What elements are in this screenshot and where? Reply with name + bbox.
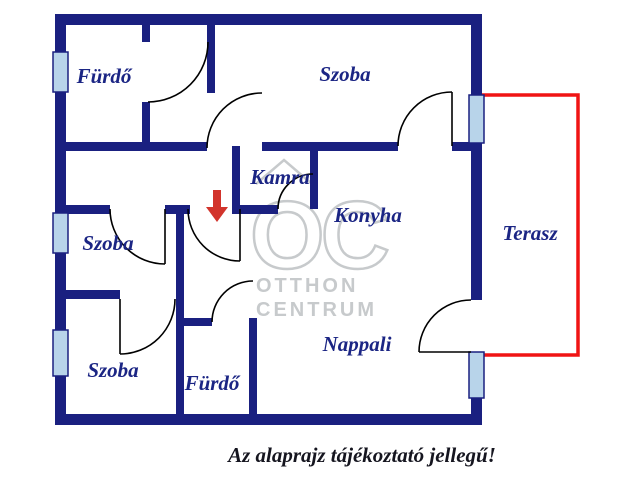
room-label-konyha: Konyha: [333, 203, 402, 227]
door-arc: [119, 298, 176, 355]
wall: [207, 14, 215, 93]
room-label-furdo-bottom: Fürdő: [184, 371, 241, 395]
wall: [55, 142, 207, 151]
watermark-logo: OC OTTHON CENTRUM: [249, 158, 393, 321]
windows: [52, 51, 485, 399]
doors: [109, 41, 472, 355]
door-arc: [206, 92, 263, 149]
wall: [452, 142, 482, 151]
room-label-szoba-mid: Szoba: [82, 231, 133, 255]
window: [52, 329, 69, 377]
room-label-szoba-top: Szoba: [319, 62, 370, 86]
door-arc: [147, 41, 209, 103]
room-label-szoba-bottom: Szoba: [87, 358, 138, 382]
wall: [232, 205, 278, 214]
door-arc: [187, 208, 241, 262]
watermark-line2: CENTRUM: [256, 299, 377, 321]
wall: [55, 205, 110, 214]
door-arc: [277, 173, 314, 210]
wall: [471, 14, 482, 300]
wall: [55, 14, 482, 25]
window: [468, 94, 485, 144]
door-arc: [397, 91, 453, 147]
room-label-furdo-top: Fürdő: [76, 64, 133, 88]
wall: [249, 318, 257, 425]
room-label-terasz: Terasz: [502, 221, 558, 245]
wall: [142, 102, 150, 151]
door-arc: [109, 208, 166, 265]
wall: [176, 318, 212, 326]
window: [52, 212, 69, 254]
watermark-monogram: OC: [250, 182, 388, 289]
window: [468, 351, 485, 399]
wall: [142, 14, 150, 42]
room-label-nappali: Nappali: [322, 332, 392, 356]
room-label-kamra: Kamra: [249, 165, 310, 189]
wall: [176, 205, 184, 414]
wall: [232, 146, 240, 214]
terrace-outline: [482, 93, 580, 357]
wall: [55, 414, 482, 425]
wall: [262, 142, 398, 151]
door-arc: [211, 280, 254, 323]
room-labels: Fürdő Szoba Kamra Konyha Terasz Szoba Sz…: [76, 62, 559, 395]
disclaimer-caption: Az alaprajz tájékoztató jellegű!: [226, 443, 496, 467]
wall: [55, 290, 120, 299]
window: [52, 51, 69, 93]
wall: [310, 146, 318, 209]
door-arc: [418, 299, 472, 353]
entrance-arrow-icon: [206, 190, 228, 222]
watermark-line1: OTTHON: [256, 275, 358, 297]
